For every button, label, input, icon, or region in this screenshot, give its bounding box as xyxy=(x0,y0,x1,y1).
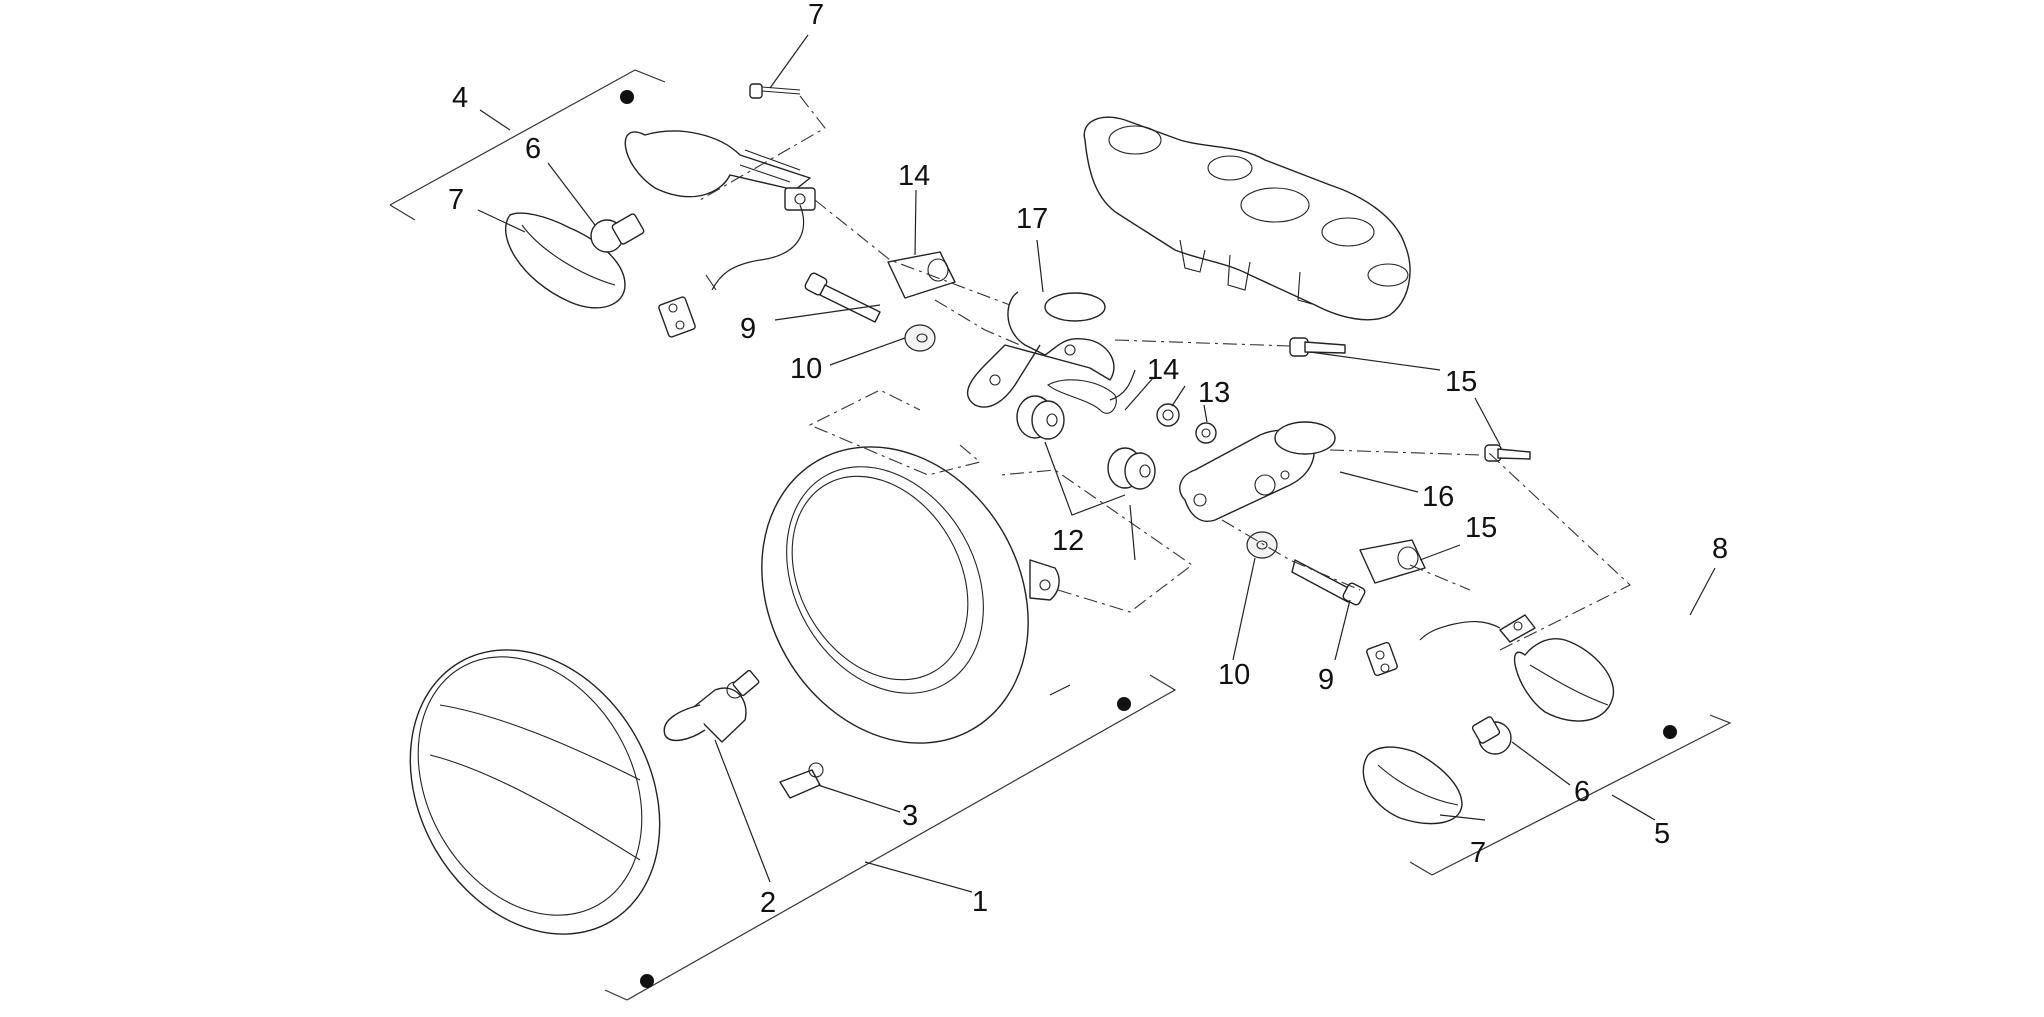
right-turn-signal-lens xyxy=(1362,746,1463,825)
reference-dot xyxy=(640,974,654,988)
callout-8b: 8 xyxy=(1712,533,1728,565)
left-bulb xyxy=(590,213,645,253)
group-bracket-right-signal xyxy=(1409,714,1732,876)
grommet-upper xyxy=(1016,395,1065,440)
parking-bulb xyxy=(779,762,824,799)
group-bracket-left-signal xyxy=(389,69,666,221)
callout-13: 14 xyxy=(1147,354,1179,386)
spacer-right xyxy=(1359,539,1426,584)
reference-dot xyxy=(1117,697,1131,711)
callout-4: 4 xyxy=(452,82,468,114)
callout-17: 17 xyxy=(1016,203,1048,235)
left-turn-signal xyxy=(624,130,816,338)
callout-1: 1 xyxy=(972,886,988,918)
headlight-bracket-lower xyxy=(1179,421,1336,522)
washer-left xyxy=(904,324,936,352)
callout-16: 16 xyxy=(1422,481,1454,513)
left-turn-signal-lens xyxy=(505,212,626,309)
callout-9b: 9 xyxy=(1318,664,1334,696)
right-turn-signal xyxy=(1366,614,1615,722)
callout-2: 2 xyxy=(760,887,776,919)
callout-7b: 7 xyxy=(1470,837,1486,869)
callout-12: 13 xyxy=(1198,377,1230,409)
screw-top-left xyxy=(749,83,801,99)
nut-upper xyxy=(1156,403,1180,427)
nut-lower xyxy=(1195,422,1217,444)
bolt-right xyxy=(1291,559,1366,606)
callout-9: 9 xyxy=(740,313,756,345)
headlight-bulb xyxy=(663,669,760,743)
spacer-left xyxy=(887,251,956,299)
callout-14b: 15 xyxy=(1465,512,1497,544)
leader-lines xyxy=(477,34,1716,893)
callout-7: 7 xyxy=(448,184,464,216)
callout-10b: 10 xyxy=(1218,659,1250,691)
group-bracket-headlight xyxy=(604,674,1177,1001)
callout-labels: 7 4 6 7 14 17 9 10 14 13 15 16 15 12 8 1… xyxy=(448,0,1728,919)
reference-dot xyxy=(1663,725,1677,739)
washer-right xyxy=(1246,531,1278,559)
bolt-right-upper xyxy=(1289,337,1346,357)
callout-14: 14 xyxy=(898,160,930,192)
wire-clip xyxy=(1047,369,1136,414)
bolt-left xyxy=(804,272,881,323)
callout-11: 12 xyxy=(1052,525,1084,557)
assembly-axis-lines xyxy=(699,95,1631,651)
grommet-lower xyxy=(1107,447,1156,490)
reference-dot xyxy=(620,90,634,104)
right-bulb xyxy=(1471,716,1512,755)
callout-6: 6 xyxy=(525,133,541,165)
callout-8: 7 xyxy=(808,0,824,31)
bolt-right-lower xyxy=(1484,444,1531,462)
callout-6b: 6 xyxy=(1574,776,1590,808)
headlight-housing xyxy=(761,446,1060,744)
triple-clamp xyxy=(1083,116,1411,321)
callout-10: 10 xyxy=(790,353,822,385)
callout-3: 3 xyxy=(902,800,918,832)
headlight-lens xyxy=(409,649,661,935)
callout-15: 15 xyxy=(1445,366,1477,398)
callout-5: 5 xyxy=(1654,818,1670,850)
headlight-bracket-upper xyxy=(966,291,1115,408)
